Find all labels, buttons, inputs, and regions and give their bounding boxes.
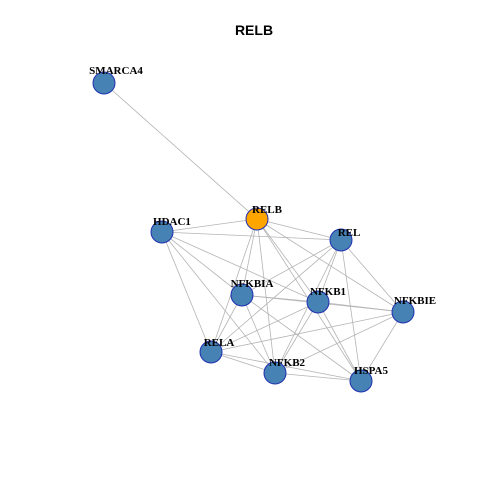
edge-nfkbie-nfkb2 [274, 311, 404, 374]
node-label-rel: REL [338, 227, 361, 239]
node-relb[interactable] [245, 207, 269, 231]
edge-hdac1-nfkb2 [161, 231, 276, 374]
edge-rel-rela [210, 239, 342, 353]
edge-rel-nfkbie [340, 239, 404, 313]
edge-relb-nfkbia [241, 218, 258, 296]
edge-nfkb1-hspa5 [317, 301, 362, 382]
node-nfkbie[interactable] [391, 300, 415, 324]
edge-relb-nfkb2 [256, 218, 276, 374]
edge-hdac1-rela [161, 231, 212, 353]
edge-nfkbia-nfkb2 [241, 294, 276, 374]
node-nfkb2[interactable] [263, 361, 287, 385]
edge-nfkbie-rela [210, 311, 404, 353]
node-rela[interactable] [199, 340, 223, 364]
node-label-smarca4: SMARCA4 [89, 65, 143, 77]
node-label-rela: RELA [204, 337, 235, 349]
edge-relb-nfkbie [256, 218, 404, 313]
edge-smarca4-relb [103, 82, 258, 220]
edge-nfkbia-hspa5 [241, 294, 362, 382]
edge-nfkb1-nfkb2 [274, 301, 319, 374]
edge-nfkb1-rela [210, 301, 319, 353]
edge-nfkb1-nfkbie [317, 301, 404, 313]
edge-hdac1-relb [161, 218, 258, 233]
node-label-hspa5: HSPA5 [354, 365, 389, 377]
diagram-title: RELB [235, 22, 273, 38]
node-smarca4[interactable] [92, 71, 116, 95]
node-hdac1[interactable] [150, 220, 174, 244]
edge-rel-hspa5 [340, 239, 362, 382]
node-label-nfkb1: NFKB1 [310, 286, 346, 298]
edge-nfkb2-hspa5 [274, 372, 362, 382]
node-label-relb: RELB [252, 204, 283, 216]
edge-relb-nfkb1 [256, 218, 319, 303]
edge-nfkbie-hspa5 [360, 311, 404, 382]
node-label-nfkbie: NFKBIE [394, 295, 436, 307]
node-nfkbia[interactable] [230, 283, 254, 307]
edge-rela-hspa5 [210, 351, 362, 382]
edge-hdac1-nfkbia [161, 231, 243, 296]
node-label-nfkbia: NFKBIA [231, 278, 274, 290]
node-layer [92, 71, 415, 393]
edge-rel-nfkbia [241, 239, 342, 296]
node-hspa5[interactable] [349, 369, 373, 393]
node-rel[interactable] [329, 228, 353, 252]
edge-relb-rela [210, 218, 258, 353]
node-label-hdac1: HDAC1 [153, 216, 191, 228]
node-nfkb1[interactable] [306, 290, 330, 314]
node-label-nfkb2: NFKB2 [269, 357, 306, 369]
edge-relb-rel [256, 218, 342, 241]
